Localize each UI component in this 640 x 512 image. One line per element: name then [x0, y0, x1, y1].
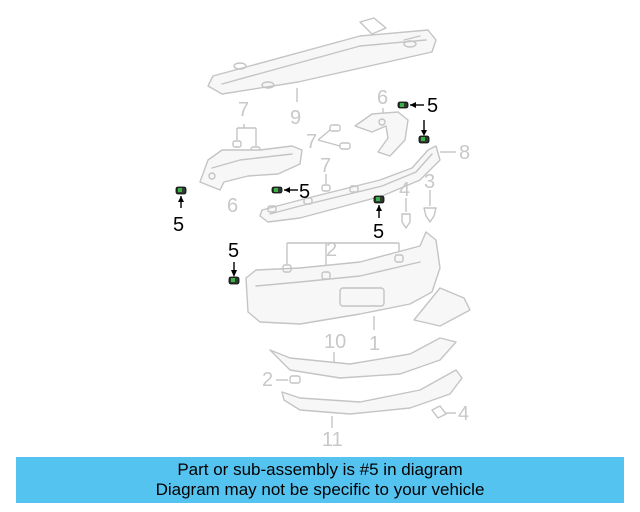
callout-6-lower: 6 — [227, 195, 238, 217]
molding-part-10[interactable] — [269, 337, 457, 379]
callout-10: 10 — [324, 331, 346, 353]
clip-part-7-b[interactable] — [329, 124, 351, 150]
callout-8: 8 — [459, 142, 470, 164]
clip-part-7-c[interactable] — [321, 184, 331, 192]
clip-part-5-upper[interactable] — [397, 101, 409, 109]
callout-6-upper: 6 — [377, 87, 388, 109]
energy-absorber-part-8[interactable] — [259, 145, 441, 223]
callout-9: 9 — [290, 107, 301, 129]
callout-5-left: 5 — [173, 214, 184, 236]
callout-5-middle: 5 — [299, 181, 310, 203]
banner-line-disclaimer: Diagram may not be specific to your vehi… — [155, 480, 485, 499]
banner-line-part-number: Part or sub-assembly is #5 in diagram — [177, 460, 463, 479]
clip-part-5-right[interactable] — [418, 135, 430, 144]
callout-1: 1 — [369, 333, 380, 355]
clip-part-5-center[interactable] — [373, 195, 385, 204]
callout-3: 3 — [424, 171, 435, 193]
valance-right[interactable] — [413, 287, 471, 327]
bumper-cover-part-1[interactable] — [245, 231, 441, 325]
fastener-part-3[interactable] — [423, 207, 437, 223]
callout-7-upper-left: 7 — [238, 99, 249, 121]
fastener-part-4[interactable] — [401, 213, 411, 229]
impact-bar-part-9[interactable] — [207, 17, 437, 95]
clip-part-2[interactable] — [289, 375, 301, 384]
step-pad-part-11[interactable] — [281, 369, 463, 415]
clip-part-5-left[interactable] — [175, 186, 187, 195]
callout-11: 11 — [322, 429, 343, 451]
callout-4-upper: 4 — [399, 179, 410, 201]
info-banner: Part or sub-assembly is #5 in diagram Di… — [16, 457, 624, 503]
fastener-part-4-lower[interactable] — [431, 405, 447, 419]
parts-diagram: 9 7 6 7 5 8 — [173, 17, 471, 451]
bracket-part-6-left[interactable] — [199, 145, 303, 191]
callout-5-lower-left: 5 — [228, 240, 239, 262]
callout-5-upper-right: 5 — [427, 95, 438, 117]
callout-7-lower: 7 — [320, 155, 331, 177]
callout-2-upper: 2 — [326, 239, 337, 261]
clip-part-5-lower-left[interactable] — [228, 276, 240, 285]
bracket-part-6-right[interactable] — [354, 111, 409, 157]
clip-part-5-middle[interactable] — [271, 186, 283, 194]
callout-7-middle: 7 — [306, 131, 317, 153]
callout-5-center: 5 — [373, 221, 384, 243]
callout-2-lower: 2 — [262, 369, 273, 391]
callout-4-lower: 4 — [458, 403, 469, 425]
